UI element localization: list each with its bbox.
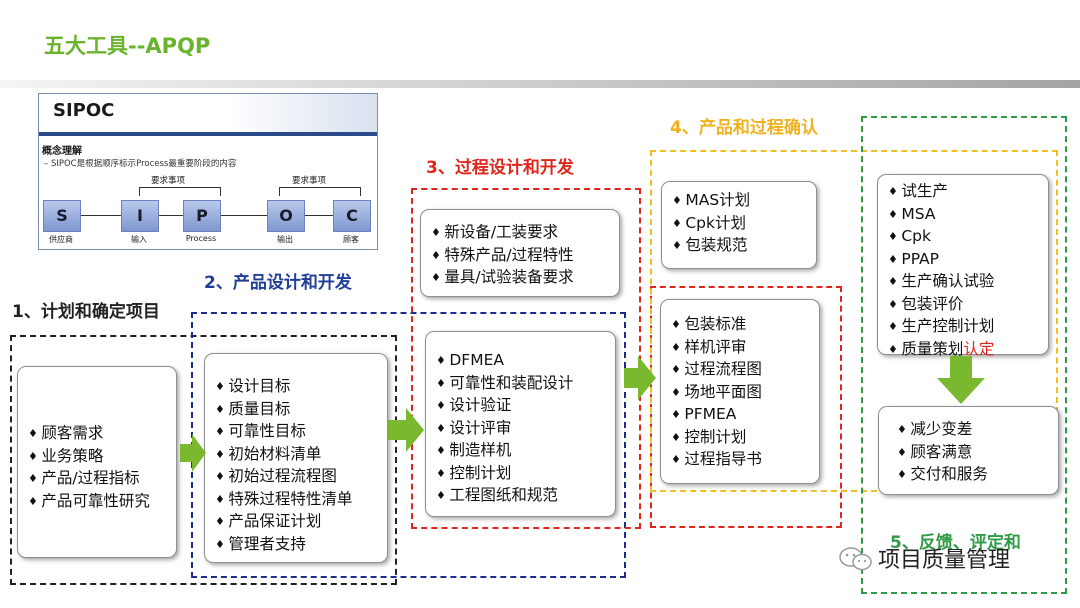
sipoc-step-s: S xyxy=(43,200,81,232)
list-item: 可靠性和装配设计 xyxy=(436,373,605,396)
list-item: 过程流程图 xyxy=(671,359,809,382)
list-item: 包装评价 xyxy=(888,294,1038,317)
stage5-zone xyxy=(861,116,1067,594)
highlight-text: 认定 xyxy=(963,339,995,358)
list-item: 控制计划 xyxy=(436,463,605,486)
list-item: 过程指导书 xyxy=(671,449,809,472)
sipoc-step-label: 供应商 xyxy=(49,235,73,244)
list-item: 试生产 xyxy=(888,181,1038,204)
list-item: MAS计划 xyxy=(672,190,806,213)
list-item: DFMEA xyxy=(436,350,605,373)
stage2-card: 设计目标 质量目标 可靠性目标 初始材料清单 初始过程流程图 特殊过程特性清单 … xyxy=(204,353,388,563)
list-item: 设计验证 xyxy=(436,395,605,418)
stage2-heading: 2、产品设计和开发 xyxy=(204,273,352,293)
stage4-card: 包装标准 样机评审 过程流程图 场地平面图 PFMEA 控制计划 过程指导书 xyxy=(660,299,820,484)
sipoc-connector xyxy=(305,215,333,216)
list-item: 管理者支持 xyxy=(215,534,377,557)
list-item: 初始材料清单 xyxy=(215,444,377,467)
stage3-heading: 3、过程设计和开发 xyxy=(426,158,574,178)
list-item: 产品/过程指标 xyxy=(28,468,166,491)
arrow-right-icon xyxy=(180,434,206,472)
stage5-results-card: 减少变差 顾客满意 交付和服务 xyxy=(878,406,1059,495)
sipoc-step-label: 输出 xyxy=(277,235,293,244)
arrow-down-icon xyxy=(937,356,985,404)
list-item: PPAP xyxy=(888,249,1038,272)
list-item: 质量目标 xyxy=(215,399,377,422)
sipoc-description: – SIPOC是根据顺序标示Process最重要阶段的内容 xyxy=(44,159,237,169)
list-item: 特殊过程特性清单 xyxy=(215,489,377,512)
sipoc-step-label: Process xyxy=(185,234,217,243)
list-item-text: 质量策划 xyxy=(901,339,964,358)
list-item: 设计目标 xyxy=(215,376,377,399)
list-item: Cpk xyxy=(888,226,1038,249)
stage1-zone xyxy=(10,335,397,585)
arrow-right-icon xyxy=(624,356,656,400)
list-item: 减少变差 xyxy=(897,419,1048,442)
sipoc-requirement-label: 要求事项 xyxy=(151,176,186,186)
list-item: 产品保证计划 xyxy=(215,511,377,534)
stage1-heading: 1、计划和确定项目 xyxy=(12,302,160,322)
list-item: 工程图纸和规范 xyxy=(436,485,605,508)
list-item: MSA xyxy=(888,204,1038,227)
list-item: 新设备/工装要求 xyxy=(431,222,609,245)
sipoc-subtitle: 概念理解 xyxy=(42,146,82,157)
slide-title: 五大工具--APQP xyxy=(44,34,211,58)
stage4-zone xyxy=(650,150,1058,492)
list-item: 顾客满意 xyxy=(897,442,1048,465)
sipoc-step-label: 输入 xyxy=(131,235,147,244)
sipoc-title: SIPOC xyxy=(53,100,115,121)
sipoc-connector xyxy=(159,215,183,216)
stage5-heading: 5、反馈、评定和 xyxy=(890,533,1021,553)
sipoc-connector xyxy=(221,215,267,216)
list-item: 生产确认试验 xyxy=(888,271,1038,294)
arrow-right-icon xyxy=(388,408,424,452)
stage3-card: DFMEA 可靠性和装配设计 设计验证 设计评审 制造样机 控制计划 工程图纸和… xyxy=(425,331,616,517)
list-item: 顾客需求 xyxy=(28,423,166,446)
list-item: 量具/试验装备要求 xyxy=(431,267,609,290)
list-item: 场地平面图 xyxy=(671,382,809,405)
list-item: 产品可靠性研究 xyxy=(28,491,166,514)
sipoc-step-label: 顾客 xyxy=(343,235,359,244)
stage4-heading: 4、产品和过程确认 xyxy=(670,118,818,138)
list-item: 包装规范 xyxy=(672,235,806,258)
list-item: 业务策略 xyxy=(28,446,166,469)
sipoc-connector xyxy=(81,215,121,216)
list-item: 控制计划 xyxy=(671,427,809,450)
list-item: 生产控制计划 xyxy=(888,316,1038,339)
list-item: 质量策划认定 xyxy=(888,339,1038,362)
sipoc-panel: SIPOC 概念理解 – SIPOC是根据顺序标示Process最重要阶段的内容… xyxy=(38,93,378,250)
sipoc-step-i: I xyxy=(121,200,159,232)
sipoc-header-rule xyxy=(39,132,377,136)
list-item: 可靠性目标 xyxy=(215,421,377,444)
sipoc-step-o: O xyxy=(267,200,305,232)
stage5-card: 试生产 MSA Cpk PPAP 生产确认试验 包装评价 生产控制计划 质量策划… xyxy=(877,174,1049,358)
watermark-text: 项目质量管理 xyxy=(878,548,1011,573)
list-item: 制造样机 xyxy=(436,440,605,463)
list-item: 设计评审 xyxy=(436,418,605,441)
list-item: 初始过程流程图 xyxy=(215,466,377,489)
list-item: 样机评审 xyxy=(671,337,809,360)
list-item: PFMEA xyxy=(671,404,809,427)
sipoc-requirement-label: 要求事项 xyxy=(292,176,327,186)
sipoc-header xyxy=(39,94,377,132)
list-item: Cpk计划 xyxy=(672,213,806,236)
sipoc-bracket xyxy=(139,187,221,196)
list-item: 包装标准 xyxy=(671,314,809,337)
list-item: 特殊产品/过程特性 xyxy=(431,245,609,268)
stage1-card: 顾客需求 业务策略 产品/过程指标 产品可靠性研究 xyxy=(17,366,177,558)
stage3-requirements-card: 新设备/工装要求 特殊产品/过程特性 量具/试验装备要求 xyxy=(420,209,620,297)
stage4-plans-card: MAS计划 Cpk计划 包装规范 xyxy=(661,181,817,269)
sipoc-bracket xyxy=(279,187,361,196)
list-item: 交付和服务 xyxy=(897,464,1048,487)
title-divider xyxy=(0,80,1080,88)
sipoc-step-c: C xyxy=(333,200,371,232)
sipoc-step-p: P xyxy=(183,200,221,232)
wechat-icon xyxy=(839,547,872,571)
